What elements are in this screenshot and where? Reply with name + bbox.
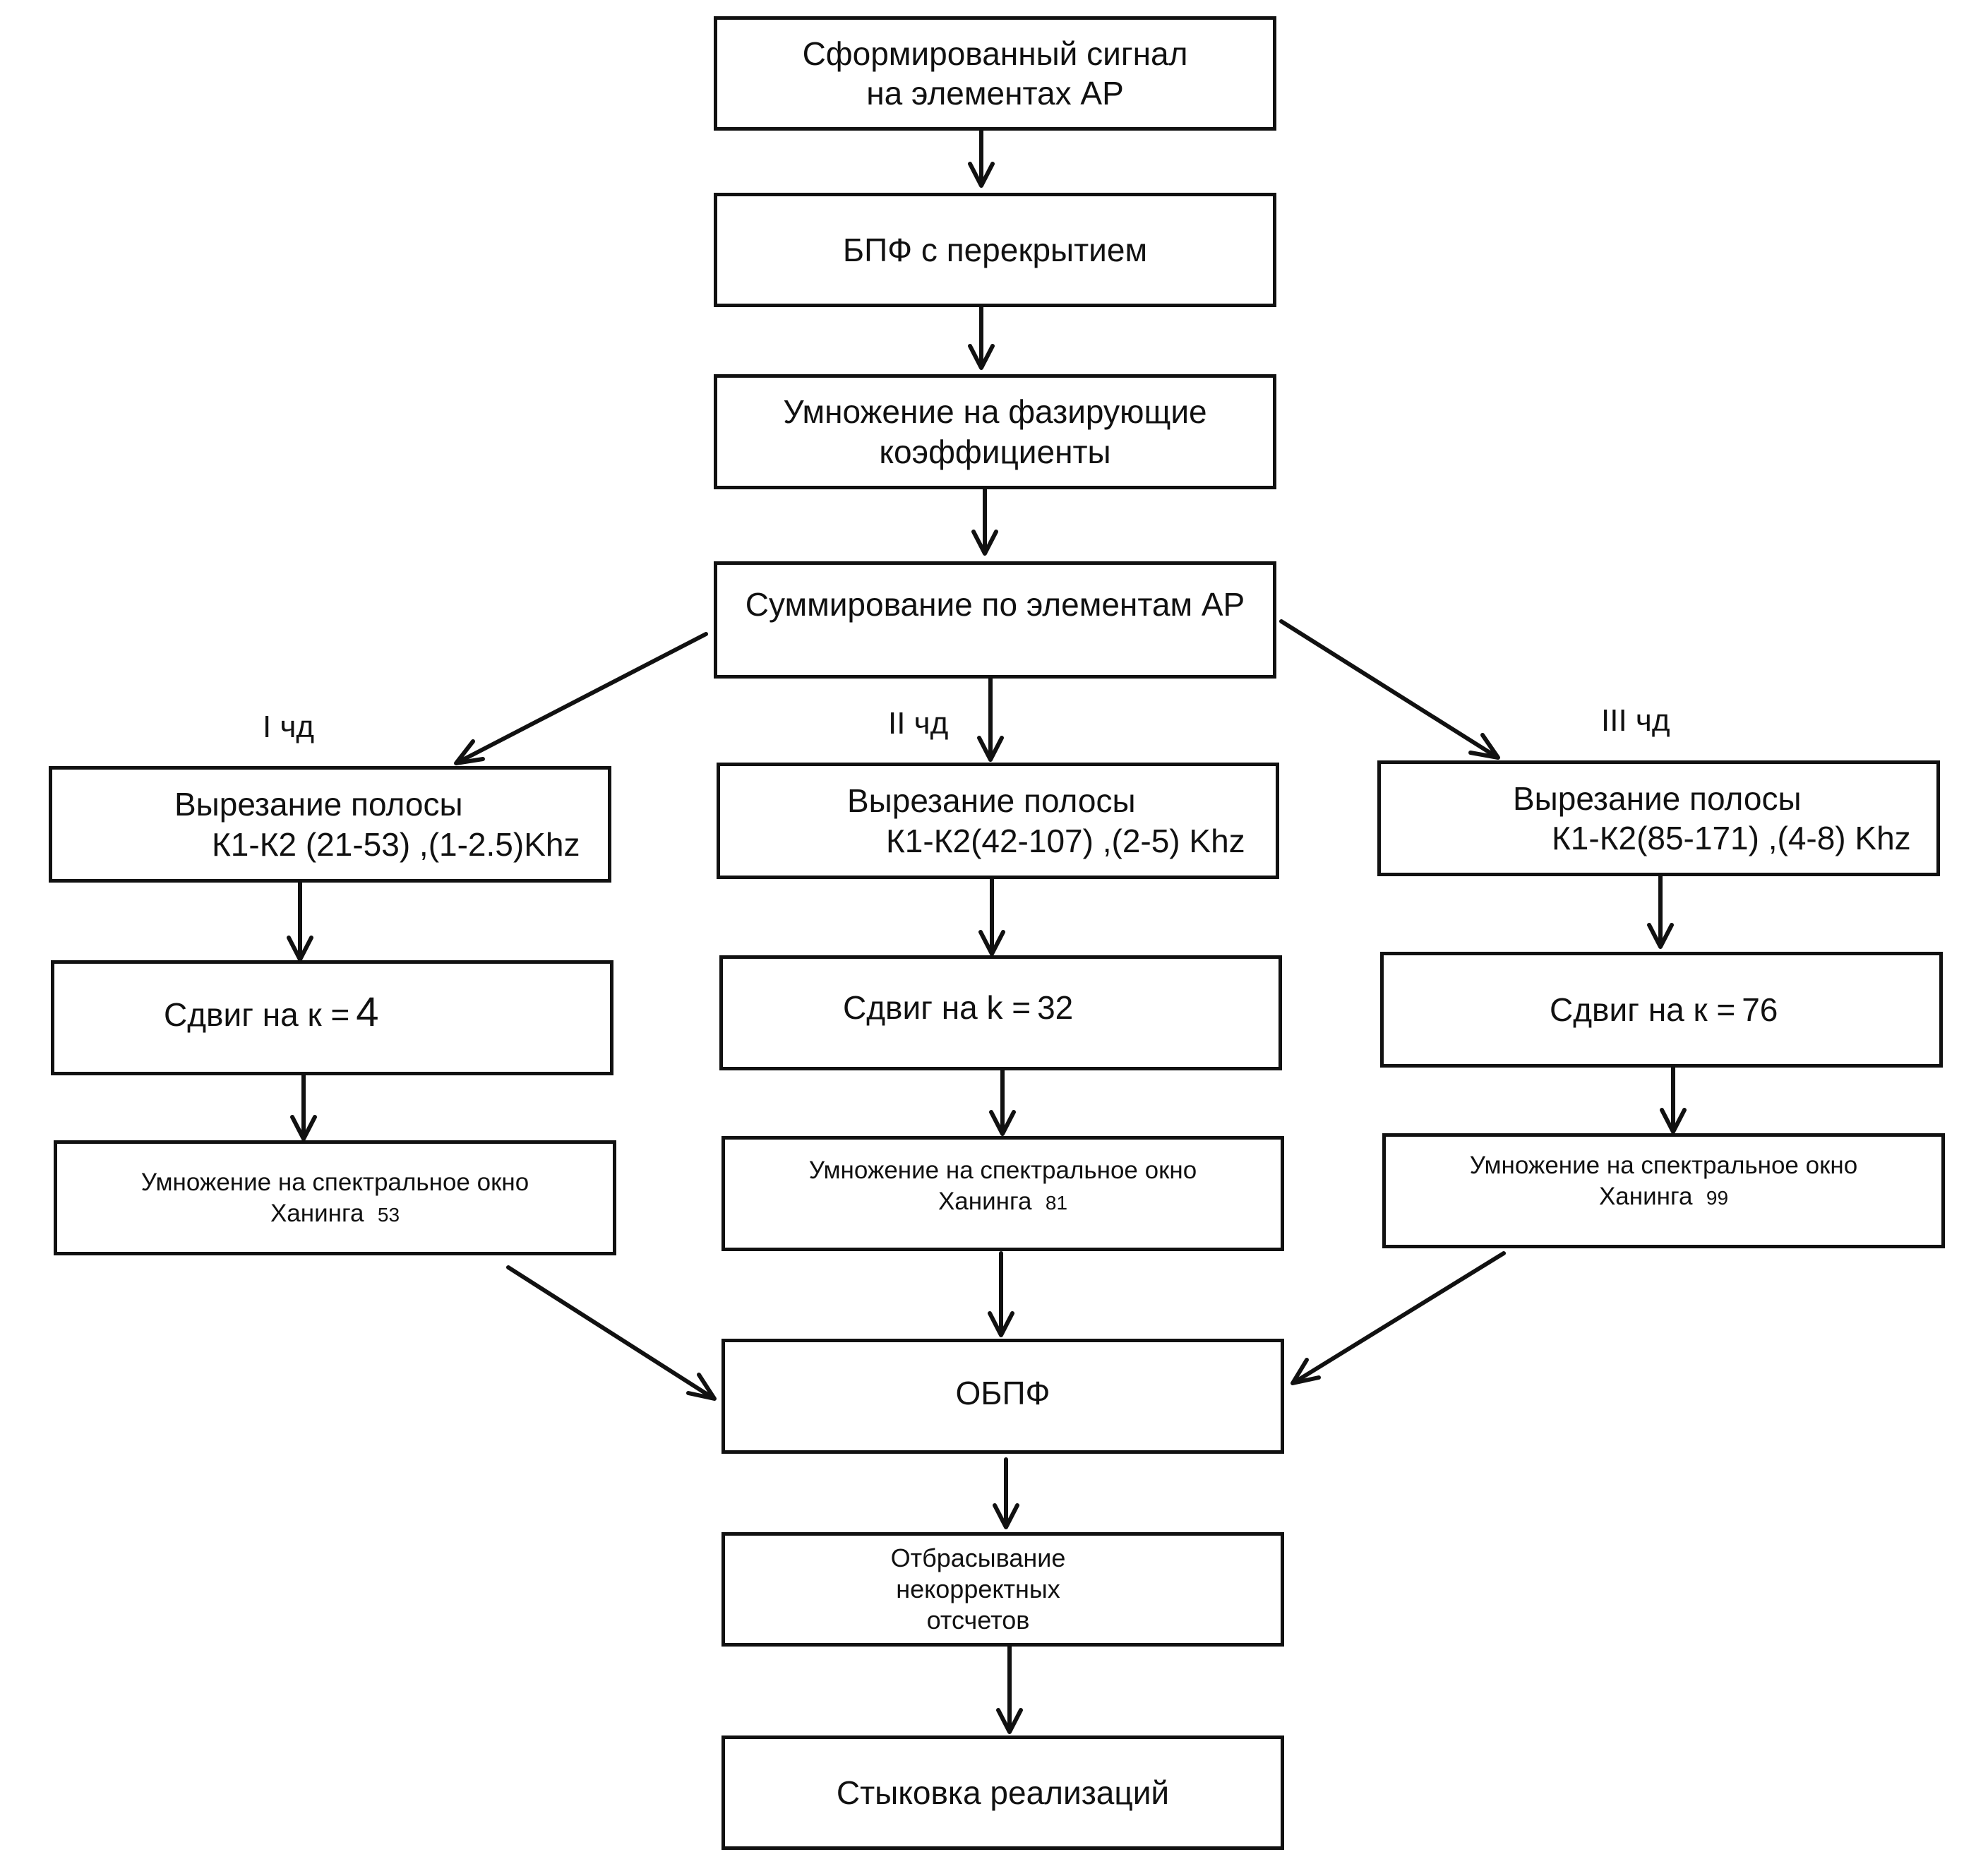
box-join-text: Стыковка реализаций: [836, 1774, 1170, 1811]
box-b1-hanning-line1: Умножение на спектральное окно: [140, 1168, 529, 1196]
box-fft-overlap-text: БПФ с перекрытием: [842, 231, 1148, 268]
box-b2-shift-prefix: Сдвиг на k =: [843, 989, 1031, 1027]
arrow-b2-window-to-ifft: [988, 1251, 1014, 1337]
box-formed-signal-line1: Сформированный сигнал: [802, 35, 1188, 72]
box-b1-hanning-line2-wrap: Ханинга 53: [57, 1198, 613, 1229]
box-ifft-text: ОБПФ: [955, 1375, 1050, 1412]
box-b1-shift-value: 4: [356, 989, 379, 1036]
arrow-b1-shift-to-window: [290, 1073, 317, 1141]
box-b2-hanning-line1: Умножение на спектральное окно: [808, 1156, 1197, 1184]
box-phasing-multiply: Умножение на фазирующие коэффициенты: [714, 374, 1276, 489]
arrow-signal-to-fft: [968, 127, 995, 188]
box-b3-band-cut-title: Вырезание полосы: [1513, 779, 1802, 817]
box-b3-band-cut: Вырезание полосы К1-К2(85-171) ,(4-8) Kh…: [1377, 760, 1940, 876]
box-b1-band-cut-title: Вырезание полосы: [174, 786, 463, 823]
box-ifft: ОБПФ: [721, 1339, 1284, 1454]
box-phasing-multiply-line2: коэффициенты: [879, 433, 1111, 470]
box-b3-hanning-window: Умножение на спектральное окно Ханинга 9…: [1382, 1133, 1945, 1248]
branch-2-label: II чд: [888, 706, 949, 741]
box-b3-hanning-value: 99: [1706, 1186, 1729, 1209]
box-b3-shift-text: Сдвиг на к = 76: [1384, 990, 1939, 1029]
arrow-ifft-to-discard: [993, 1457, 1019, 1529]
box-sum-elements: Суммирование по элементам АР: [714, 561, 1276, 679]
box-b3-hanning-line1: Умножение на спектральное окно: [1469, 1151, 1858, 1179]
arrow-b2-shift-to-window: [989, 1068, 1016, 1136]
box-b2-hanning-window: Умножение на спектральное окно Ханинга 8…: [721, 1136, 1284, 1251]
box-b2-band-cut: Вырезание полосы К1-К2(42-107) ,(2-5) Kh…: [717, 763, 1279, 879]
box-b1-shift-text: Сдвиг на к = 4: [54, 988, 610, 1038]
branch-3-label: III чд: [1601, 703, 1670, 738]
box-b1-hanning-line2: Ханинга: [270, 1199, 364, 1227]
box-b3-band-cut-range: К1-К2(85-171) ,(4-8) Khz: [1552, 820, 1911, 856]
box-b1-band-cut: Вырезание полосы К1-К2 (21-53) ,(1-2.5)K…: [49, 766, 611, 883]
arrow-sum-to-branch-1: [454, 632, 708, 765]
arrow-fft-to-phase: [968, 305, 995, 370]
box-b1-hanning-window: Умножение на спектральное окно Ханинга 5…: [54, 1140, 616, 1255]
box-b2-hanning-line2: Ханинга: [938, 1187, 1032, 1215]
box-join-realizations: Стыковка реализаций: [721, 1735, 1284, 1850]
box-discard-line3: отсчетов: [926, 1605, 1030, 1635]
arrow-b3-shift-to-window: [1660, 1065, 1687, 1134]
arrow-phase-to-sum: [971, 487, 998, 556]
box-phasing-multiply-line1: Умножение на фазирующие: [783, 393, 1207, 431]
box-b2-shift-text: Сдвиг на k = 32: [723, 988, 1279, 1027]
box-b2-hanning-line2-wrap: Ханинга 81: [725, 1186, 1281, 1217]
box-b2-band-cut-title: Вырезание полосы: [847, 782, 1136, 820]
arrow-b3-cut-to-shift: [1647, 874, 1674, 949]
box-b3-hanning-line2: Ханинга: [1598, 1182, 1693, 1210]
box-discard-samples: Отбрасывание некорректных отсчетов: [721, 1532, 1284, 1647]
box-b1-hanning-value: 53: [377, 1203, 400, 1226]
box-b2-shift-value: 32: [1037, 989, 1074, 1027]
box-b1-shift-prefix: Сдвиг на к =: [164, 996, 350, 1034]
box-discard-line1: Отбрасывание: [890, 1543, 1066, 1573]
box-b2-shift: Сдвиг на k = 32: [719, 955, 1282, 1070]
arrow-b3-window-to-ifft: [1291, 1251, 1506, 1385]
box-formed-signal: Сформированный сигнал на элементах АР: [714, 16, 1276, 131]
box-b3-shift: Сдвиг на к = 76: [1380, 952, 1943, 1068]
box-fft-overlap: БПФ с перекрытием: [714, 193, 1276, 307]
box-b3-shift-value: 76: [1742, 991, 1778, 1028]
branch-1-label: I чд: [263, 710, 315, 744]
arrow-b1-window-to-ifft: [506, 1265, 717, 1401]
box-sum-elements-text: Суммирование по элементам АР: [745, 585, 1245, 623]
arrow-b2-cut-to-shift: [978, 877, 1005, 956]
arrow-sum-to-branch-2: [977, 676, 1004, 762]
box-b2-band-cut-range: К1-К2(42-107) ,(2-5) Khz: [886, 822, 1245, 859]
box-formed-signal-line2: на элементах АР: [866, 75, 1124, 112]
arrow-discard-to-join: [996, 1644, 1023, 1734]
box-b3-shift-prefix: Сдвиг на к =: [1550, 991, 1736, 1028]
box-b3-hanning-line2-wrap: Ханинга 99: [1386, 1181, 1941, 1212]
box-b2-hanning-value: 81: [1045, 1191, 1068, 1214]
box-b1-band-cut-range: К1-К2 (21-53) ,(1-2.5)Khz: [212, 825, 580, 863]
arrow-sum-to-branch-3: [1279, 619, 1500, 760]
arrow-b1-cut-to-shift: [287, 880, 313, 962]
box-discard-line2: некорректных: [896, 1575, 1060, 1604]
box-b1-shift: Сдвиг на к = 4: [51, 960, 613, 1075]
